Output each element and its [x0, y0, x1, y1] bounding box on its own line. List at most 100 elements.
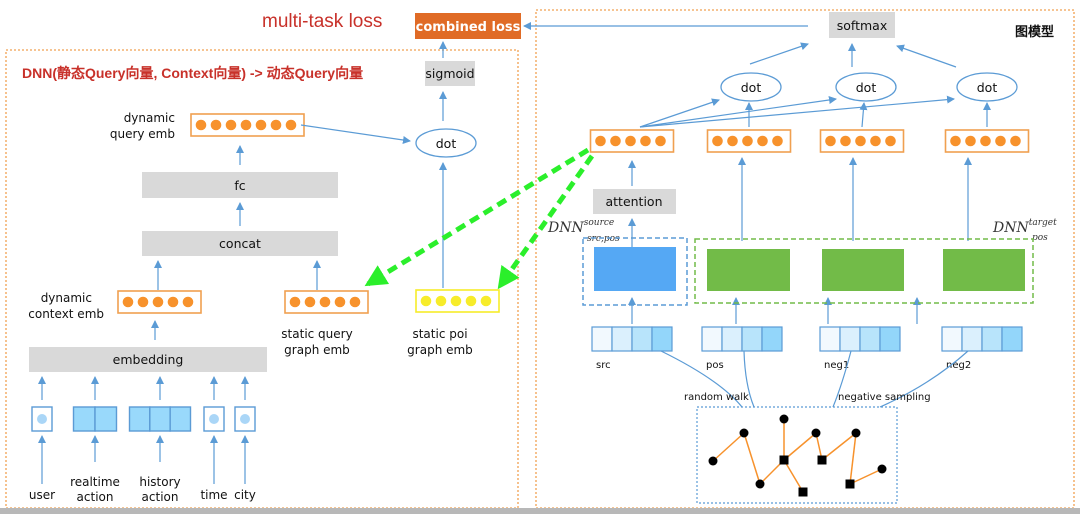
feature-cell	[761, 326, 783, 352]
static-poi-graph-emb-vector	[415, 289, 500, 313]
concat-box	[142, 231, 338, 256]
dot-ellipse	[956, 72, 1018, 102]
graph-emb-neg1-cell	[870, 135, 881, 147]
graph-edge	[783, 459, 804, 493]
static-poi-graph-emb-cell	[480, 295, 492, 307]
input-label-line1: history	[139, 475, 180, 489]
left-dot-label: dot	[436, 136, 457, 151]
negative-sampling-label: negative sampling	[838, 392, 931, 403]
node-features-pos: pos	[701, 297, 783, 371]
graph-emb-src-cell	[640, 135, 651, 147]
graph-edge	[743, 432, 761, 485]
feature-cell	[721, 326, 743, 352]
dnn-target-group	[694, 238, 1034, 304]
graph-emb-neg2-cell	[1010, 135, 1021, 147]
static-poi-graph-emb-cell	[450, 295, 462, 307]
dnn-target-sub: pos	[1032, 233, 1048, 243]
embedding-label: embedding	[113, 352, 184, 367]
dynamic-context-emb-cell	[167, 296, 179, 308]
dynamic-query-emb-cell	[270, 119, 282, 131]
feature-cell	[701, 326, 723, 352]
node-label: neg1	[824, 360, 849, 371]
dynamic-context-emb-cell	[122, 296, 134, 308]
node-features-neg2: neg2	[913, 297, 1023, 371]
dynamic-query-emb-line2: query emb	[110, 127, 175, 141]
graph-node-circle	[755, 479, 765, 489]
dynamic-context-emb-line2: context emb	[28, 307, 104, 321]
input-sequence-cell	[128, 406, 151, 432]
graph-node-circle	[708, 456, 718, 466]
input-label: user	[29, 488, 55, 502]
static-query-graph-emb-cell	[349, 296, 361, 308]
static-poi-graph-emb-line2: graph emb	[407, 343, 473, 357]
dnn-source-sub: src,pos	[587, 234, 620, 244]
dynamic-query-emb-cell	[195, 119, 207, 131]
negative-sampling-link-neg1	[832, 350, 852, 408]
graph-node-circle	[851, 428, 861, 438]
bottom-scroll-edge	[0, 508, 1080, 514]
graph-node-circle	[739, 428, 749, 438]
input-value-dot	[37, 414, 47, 424]
left-dot-node	[415, 128, 477, 158]
graph-emb-neg2-cell	[950, 135, 961, 147]
graph-emb-src-cell	[595, 135, 606, 147]
dynamic-query-emb-vector	[190, 113, 305, 137]
graph-edge	[821, 432, 857, 461]
graph-emb-pos-cell	[742, 135, 753, 147]
graph-emb-src-cell	[625, 135, 636, 147]
dynamic-query-emb-cell	[210, 119, 222, 131]
dot-label: dot	[856, 80, 877, 95]
concat-label: concat	[219, 236, 261, 251]
static-query-graph-emb-cell	[334, 296, 346, 308]
graph-emb-neg2-cell	[995, 135, 1006, 147]
graph-node-circle	[779, 414, 789, 424]
graph-edge	[783, 432, 817, 461]
static-poi-graph-emb-cell	[420, 295, 432, 307]
query-emb-to-dot-arrow	[300, 124, 411, 144]
src-emb-to-static-query-arrow	[364, 147, 590, 287]
graph-box	[696, 406, 898, 504]
input-sequence-cell	[94, 406, 118, 432]
right-panel-title: 图模型	[1015, 24, 1054, 39]
fc-box	[142, 172, 338, 198]
input-sequence-cell	[149, 406, 171, 432]
dynamic-query-emb-cell	[225, 119, 237, 131]
static-query-graph-emb-cell	[304, 296, 316, 308]
multi-task-loss-title: multi-task loss	[262, 11, 382, 32]
src-emb-to-dot-arrow	[639, 96, 837, 128]
graph-emb-src-cell	[610, 135, 621, 147]
input-label-line2: action	[142, 490, 179, 504]
dynamic-query-emb-line1: dynamic	[124, 111, 175, 125]
dynamic-query-emb-cell	[255, 119, 267, 131]
random-walk-label: random walk	[684, 392, 749, 403]
softmax-dot-node: dot	[956, 72, 1018, 102]
graph-node-square	[817, 455, 827, 465]
feature-cell	[651, 326, 673, 352]
graph-node-circle	[877, 464, 887, 474]
graph-emb-neg1-cell	[825, 135, 836, 147]
node-label: neg2	[946, 360, 971, 371]
softmax-label: softmax	[837, 18, 887, 33]
dnn-source-block	[594, 247, 676, 291]
static-query-graph-emb-vector	[284, 290, 369, 314]
dynamic-context-emb-line1: dynamic	[41, 291, 92, 305]
attention-box	[593, 189, 676, 214]
graph-node-square	[845, 479, 855, 489]
static-query-graph-emb-cell	[289, 296, 301, 308]
emb-to-dot-arrow	[859, 102, 868, 128]
dot-label: dot	[741, 80, 762, 95]
embedding-box	[29, 347, 267, 372]
dot3-to-softmax-arrow	[896, 44, 957, 68]
dnn-target-block-neg1	[822, 249, 904, 291]
src-emb-to-dot-arrow	[639, 98, 720, 128]
graph-edge	[712, 432, 745, 462]
graph-nodes	[708, 414, 887, 497]
input-value-dot	[209, 414, 219, 424]
feature-cell	[981, 326, 1003, 352]
